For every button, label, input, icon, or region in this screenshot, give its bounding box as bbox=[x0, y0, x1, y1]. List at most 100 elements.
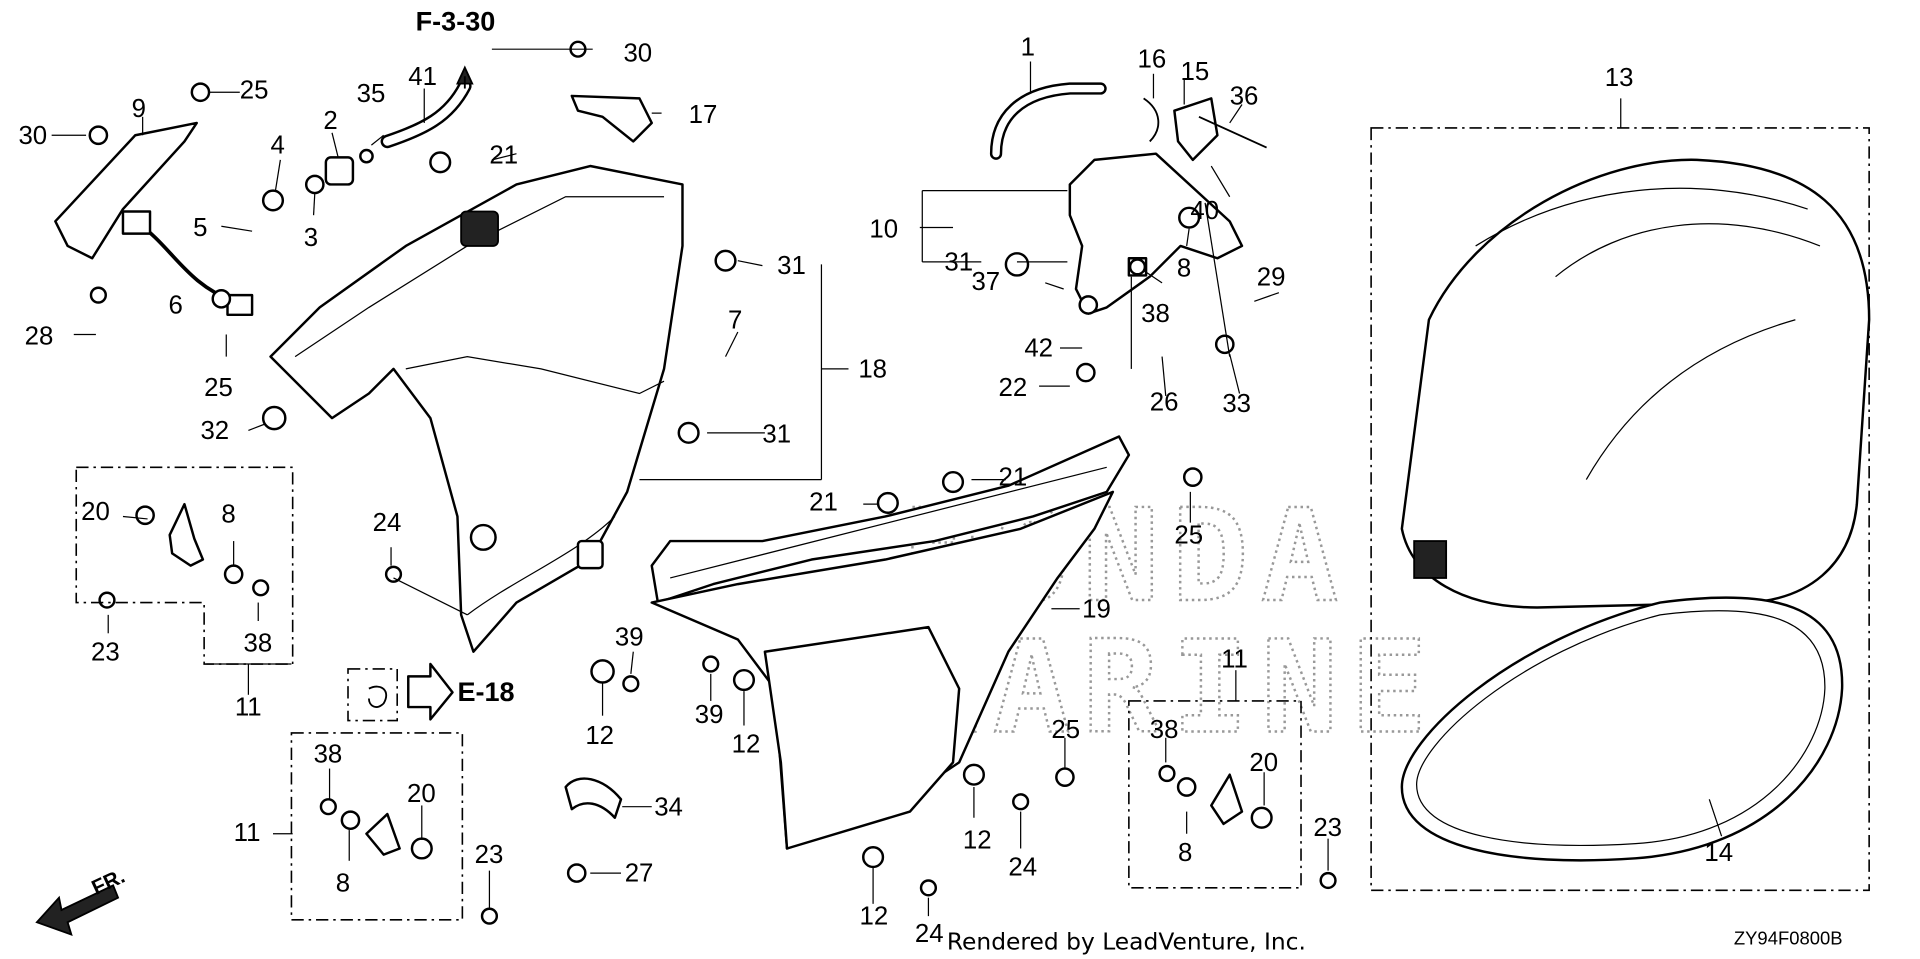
callout-c23c[interactable]: 23 bbox=[1313, 814, 1342, 842]
callout-c29[interactable]: 29 bbox=[1257, 263, 1286, 291]
callout-c25b[interactable]: 25 bbox=[204, 374, 233, 402]
callout-c26[interactable]: 26 bbox=[1150, 389, 1179, 417]
engine-cover[interactable] bbox=[1400, 158, 1871, 609]
callout-c24c[interactable]: 24 bbox=[915, 920, 944, 948]
ref-label-top: F-3-30 bbox=[416, 7, 496, 37]
callout-c5[interactable]: 5 bbox=[193, 214, 207, 242]
group-frame-11-right bbox=[1128, 700, 1302, 889]
hook-bracket[interactable] bbox=[570, 94, 653, 143]
callout-c24a[interactable]: 24 bbox=[373, 509, 402, 537]
switch-assembly-left[interactable] bbox=[168, 502, 205, 567]
callout-c11a[interactable]: 11 bbox=[235, 694, 262, 722]
breather-hose[interactable] bbox=[989, 82, 1107, 160]
callout-c12d[interactable]: 12 bbox=[860, 903, 889, 931]
callout-c16[interactable]: 16 bbox=[1137, 46, 1166, 74]
callout-c4[interactable]: 4 bbox=[271, 132, 285, 160]
callout-c12a[interactable]: 12 bbox=[585, 722, 614, 750]
callout-c25a[interactable]: 25 bbox=[240, 76, 269, 104]
callout-c10[interactable]: 10 bbox=[869, 215, 898, 243]
callout-c19[interactable]: 19 bbox=[1082, 595, 1111, 623]
group-frame-11-bottom bbox=[290, 732, 464, 921]
front-lower-cover[interactable] bbox=[650, 435, 1131, 604]
callout-c31a[interactable]: 31 bbox=[777, 252, 806, 280]
callout-c30a[interactable]: 30 bbox=[18, 122, 47, 150]
front-direction-arrow-icon bbox=[35, 884, 120, 937]
cover-ridge-2 bbox=[1555, 223, 1821, 278]
callout-c35[interactable]: 35 bbox=[357, 80, 386, 108]
ref-arrow-right-icon bbox=[407, 662, 454, 721]
callout-c38b[interactable]: 38 bbox=[314, 740, 343, 768]
grommet-21-upper bbox=[460, 210, 499, 247]
clip-16 bbox=[1143, 97, 1160, 143]
callout-c38c[interactable]: 38 bbox=[1150, 716, 1179, 744]
callout-c20b[interactable]: 20 bbox=[407, 780, 436, 808]
callout-c2[interactable]: 2 bbox=[323, 107, 337, 135]
callout-c11c[interactable]: 11 bbox=[1221, 646, 1248, 674]
callout-c17[interactable]: 17 bbox=[689, 101, 718, 129]
hardware bbox=[88, 40, 1337, 925]
callout-c40[interactable]: 40 bbox=[1190, 197, 1219, 225]
switch-assembly-right[interactable] bbox=[1210, 773, 1244, 826]
callout-c38a[interactable]: 38 bbox=[243, 630, 272, 658]
callout-c15[interactable]: 15 bbox=[1181, 58, 1210, 86]
callout-c13[interactable]: 13 bbox=[1605, 64, 1634, 92]
callout-c6[interactable]: 6 bbox=[168, 292, 182, 320]
callout-c14[interactable]: 14 bbox=[1704, 839, 1733, 867]
callout-c8d[interactable]: 8 bbox=[1177, 255, 1191, 283]
callout-c34[interactable]: 34 bbox=[654, 793, 683, 821]
callout-c41[interactable]: 41 bbox=[408, 63, 437, 91]
callout-c1[interactable]: 1 bbox=[1021, 33, 1035, 61]
cover-seal-ring[interactable] bbox=[1400, 596, 1844, 862]
callout-c27[interactable]: 27 bbox=[625, 860, 654, 888]
callout-c33[interactable]: 33 bbox=[1222, 390, 1251, 418]
callout-c21c[interactable]: 21 bbox=[809, 488, 838, 516]
credit-text: Rendered by LeadVenture, Inc. bbox=[947, 927, 1306, 955]
callout-c8c[interactable]: 8 bbox=[1178, 839, 1192, 867]
pin-36 bbox=[1198, 115, 1267, 149]
callout-c11b[interactable]: 11 bbox=[234, 819, 261, 847]
leader-lines bbox=[51, 48, 1723, 917]
callout-c28[interactable]: 28 bbox=[25, 322, 54, 350]
callout-c9[interactable]: 9 bbox=[132, 95, 146, 123]
callout-c20a[interactable]: 20 bbox=[81, 498, 110, 526]
callout-c20c[interactable]: 20 bbox=[1249, 749, 1278, 777]
callout-c25d[interactable]: 25 bbox=[1051, 716, 1080, 744]
hose-clamp[interactable] bbox=[564, 777, 623, 819]
callout-c21a[interactable]: 21 bbox=[489, 142, 518, 170]
clip-detail bbox=[367, 685, 388, 708]
clip-detail-frame bbox=[347, 668, 398, 722]
callout-c38d[interactable]: 38 bbox=[1141, 300, 1170, 328]
lower-cover-shield[interactable] bbox=[763, 625, 961, 850]
callout-c39b[interactable]: 39 bbox=[695, 701, 724, 729]
callout-c23b[interactable]: 23 bbox=[475, 841, 504, 869]
callout-c30b[interactable]: 30 bbox=[623, 39, 652, 67]
callout-c12b[interactable]: 12 bbox=[732, 731, 761, 759]
callout-c3[interactable]: 3 bbox=[304, 224, 318, 252]
callout-c32[interactable]: 32 bbox=[200, 417, 229, 445]
callout-c37[interactable]: 37 bbox=[971, 268, 1000, 296]
switch-assembly-bottom[interactable] bbox=[365, 812, 401, 856]
callout-c18[interactable]: 18 bbox=[858, 356, 887, 384]
cover-bracket[interactable] bbox=[1068, 152, 1244, 315]
callout-c22[interactable]: 22 bbox=[999, 374, 1028, 402]
callout-c25c[interactable]: 25 bbox=[1174, 522, 1203, 550]
callout-c8b[interactable]: 8 bbox=[336, 870, 350, 898]
callout-c8a[interactable]: 8 bbox=[221, 501, 235, 529]
callout-c31c[interactable]: 31 bbox=[944, 249, 973, 277]
ref-label-side: E-18 bbox=[457, 677, 514, 707]
callout-c36[interactable]: 36 bbox=[1230, 83, 1259, 111]
callout-c7[interactable]: 7 bbox=[728, 306, 742, 334]
callout-c12c[interactable]: 12 bbox=[963, 826, 992, 854]
group-frame-11-left bbox=[75, 466, 294, 665]
callout-c31b[interactable]: 31 bbox=[762, 421, 791, 449]
callout-c39a[interactable]: 39 bbox=[615, 624, 644, 652]
latch-lever[interactable] bbox=[1173, 97, 1219, 162]
callout-c23a[interactable]: 23 bbox=[91, 638, 120, 666]
callout-c42[interactable]: 42 bbox=[1024, 335, 1053, 363]
callout-c21b[interactable]: 21 bbox=[999, 464, 1028, 492]
cover-latch-icon bbox=[1413, 540, 1448, 579]
callout-c24b[interactable]: 24 bbox=[1008, 854, 1037, 882]
front-direction-label: FR. bbox=[88, 865, 128, 900]
cover-arm[interactable] bbox=[54, 121, 198, 260]
